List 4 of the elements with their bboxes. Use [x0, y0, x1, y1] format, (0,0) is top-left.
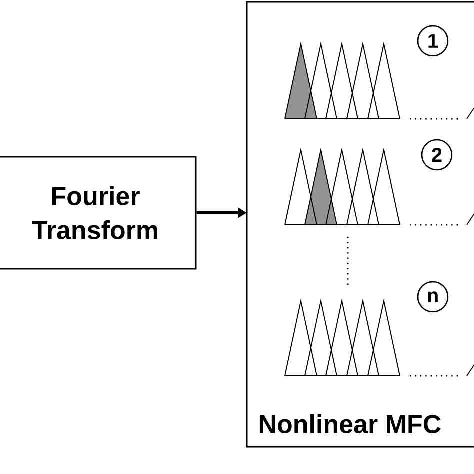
circled-number: 2: [421, 139, 453, 171]
circled-number: n: [417, 281, 449, 313]
process-box: Fourier Transform: [0, 156, 197, 270]
circled-number: 1: [417, 25, 449, 57]
